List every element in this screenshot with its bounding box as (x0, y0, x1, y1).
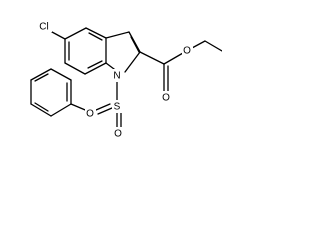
svg-text:O: O (114, 129, 122, 140)
phenyl-ring (30, 68, 91, 117)
indole-benzene-ring (64, 27, 107, 75)
svg-text:O: O (183, 46, 191, 57)
atom-label-o-sulfonyl-left: O (85, 107, 96, 120)
chloro-bond (51, 31, 66, 40)
svg-text:Cl: Cl (39, 22, 48, 33)
svg-text:N: N (113, 71, 120, 82)
atom-label-o-sulfonyl-bottom: O (113, 127, 124, 140)
atom-label-o-ester: O (182, 44, 193, 57)
molecule-structure: Cl N S O O O O (30, 20, 222, 140)
svg-text:O: O (86, 109, 94, 120)
svg-text:S: S (114, 102, 121, 113)
indole-pyrrole-ring (105, 31, 141, 73)
atom-label-n: N (112, 69, 123, 82)
atom-label-o-carbonyl: O (160, 91, 171, 104)
ethyl-ester-group (139, 40, 222, 93)
sulfonyl-group (95, 81, 122, 129)
atom-label-s: S (112, 100, 123, 113)
atom-label-cl: Cl (36, 20, 52, 33)
svg-text:O: O (162, 93, 170, 104)
